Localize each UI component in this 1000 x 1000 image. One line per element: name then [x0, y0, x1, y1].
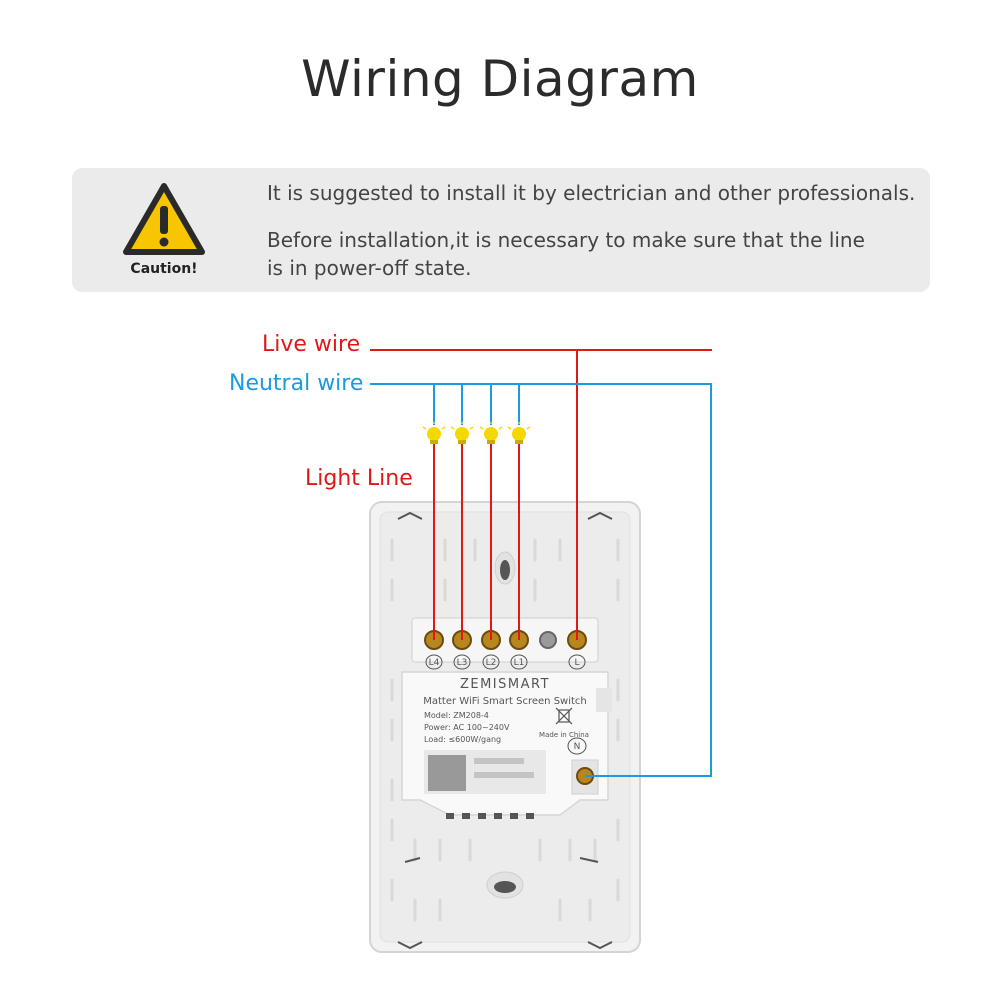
brand-logo-text: ZEMISMART: [460, 677, 550, 692]
model-text: Model: ZM208-4: [424, 711, 489, 720]
light-bulb-icon: [450, 422, 474, 444]
light-bulb-icon: [422, 422, 446, 444]
product-name: Matter WiFi Smart Screen Switch: [423, 696, 587, 707]
terminal-label-l: L: [574, 658, 579, 668]
terminal-label-n: N: [574, 742, 581, 752]
neutral-wire: [370, 383, 712, 777]
warning-triangle-icon: [123, 183, 205, 255]
light-line-label: Light Line: [305, 466, 413, 491]
caution-text-1: It is suggested to install it by electri…: [267, 181, 916, 205]
light-lines: [433, 442, 520, 640]
page-title: Wiring Diagram: [301, 50, 699, 108]
terminal-label-l4: L4: [429, 658, 440, 668]
light-bulb-icon: [507, 422, 531, 444]
caution-panel: Caution! It is suggested to install it b…: [72, 168, 930, 292]
qr-code-blurred: [424, 750, 546, 794]
light-bulb-icon: [479, 422, 503, 444]
light-bulb-icons: [422, 422, 531, 444]
terminal-label-l1: L1: [514, 658, 525, 668]
switch-module: L4 L3 L2 L1 L ZEMISMART Matter WiFi Smar…: [401, 654, 612, 819]
terminal-label-l2: L2: [486, 658, 497, 668]
load-text: Load: ≤600W/gang: [424, 735, 501, 744]
caution-text-2: Before installation,it is necessary to m…: [267, 228, 865, 280]
terminal-label-l3: L3: [457, 658, 468, 668]
origin-text: Made in China: [539, 731, 589, 739]
terminal-block: [411, 617, 599, 663]
neutral-wire-label: Neutral wire: [229, 371, 364, 396]
live-wire: [370, 349, 712, 640]
power-text: Power: AC 100~240V: [424, 723, 510, 732]
live-wire-label: Live wire: [262, 332, 361, 357]
weee-bin-icon: [555, 707, 573, 725]
caution-label: Caution!: [130, 261, 198, 277]
